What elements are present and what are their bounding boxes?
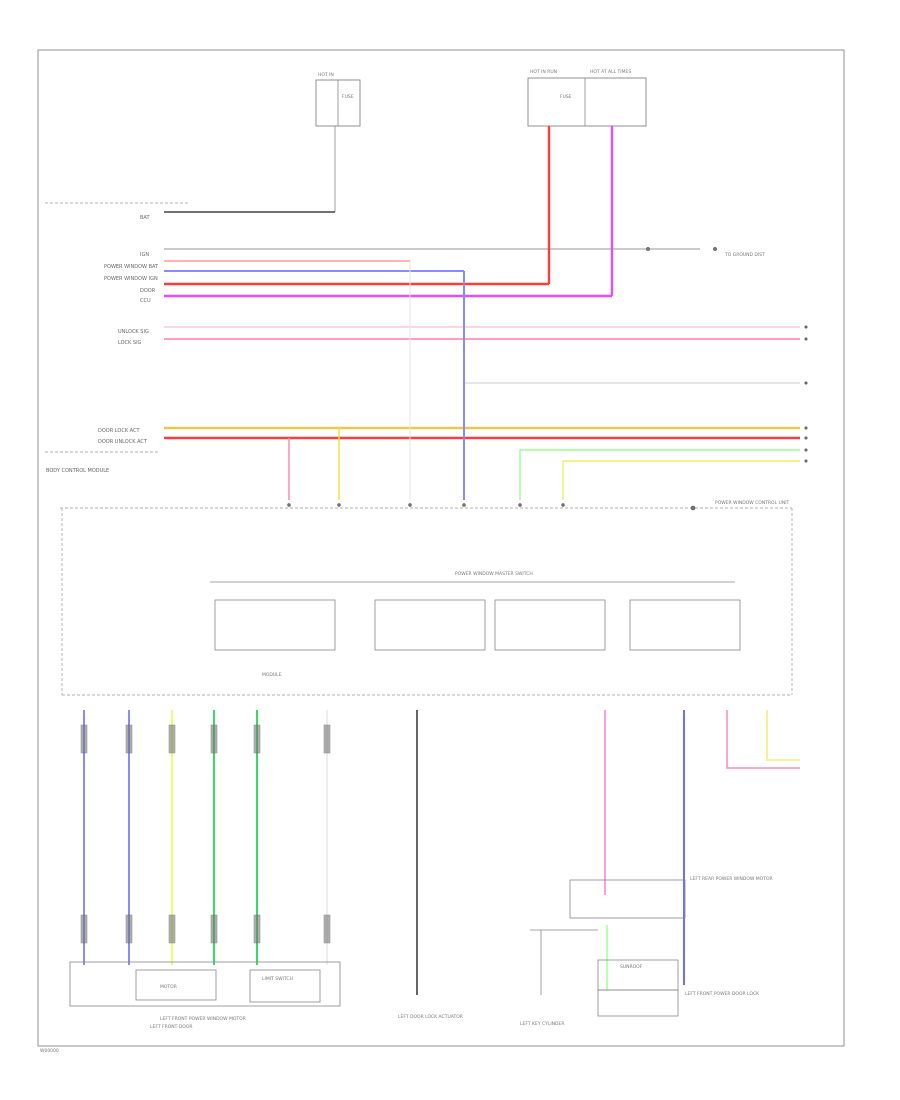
drop-yellow-right bbox=[766, 710, 800, 761]
module-label: MODULE bbox=[262, 672, 282, 678]
label-lock: LOCK SIG bbox=[118, 340, 142, 346]
label-bat: BAT bbox=[140, 215, 150, 221]
label-right-ground: TO GROUND DIST bbox=[724, 252, 765, 258]
label-pwr-bat: POWER WINDOW BAT bbox=[104, 264, 159, 270]
left-motor-label: LEFT FRONT POWER WINDOW MOTOR bbox=[160, 1016, 246, 1022]
module-header: POWER WINDOW MASTER SWITCH bbox=[455, 571, 533, 577]
top-fuse-right-title-b: HOT AT ALL TIMES bbox=[590, 69, 631, 75]
limit-switch-label: LIMIT SWITCH bbox=[262, 976, 293, 982]
right-side-motor-label: LEFT REAR POWER WINDOW MOTOR bbox=[690, 876, 773, 882]
label-pwr-ign: POWER WINDOW IGN bbox=[104, 276, 158, 282]
bottom-right-label: LEFT FRONT POWER DOOR LOCK bbox=[685, 991, 760, 997]
left-side-labels: BAT IGN POWER WINDOW BAT POWER WINDOW IG… bbox=[46, 215, 159, 474]
ign-bus-end: TO GROUND DIST bbox=[646, 247, 765, 258]
module-box: POWER WINDOW MASTER SWITCH MODULE bbox=[61, 508, 793, 696]
switch-right-group bbox=[629, 599, 741, 651]
top-connector-row: POWER WINDOW CONTROL UNIT bbox=[60, 500, 792, 511]
bus-wires bbox=[164, 211, 800, 462]
diagram-border bbox=[37, 49, 845, 1047]
switch-left-group bbox=[214, 599, 336, 651]
top-fuse-right: HOT IN RUN HOT AT ALL TIMES FUSE bbox=[527, 69, 647, 127]
label-ign: IGN bbox=[140, 252, 149, 258]
bottom-mid-label: LEFT DOOR LOCK ACTUATOR bbox=[398, 1014, 463, 1020]
left-motor-sub: LEFT FRONT DOOR bbox=[150, 1024, 193, 1030]
left-motor-assembly: MOTOR LIMIT SWITCH LEFT FRONT POWER WIND… bbox=[69, 961, 341, 1030]
right-motor-assembly: LEFT REAR POWER WINDOW MOTOR SUNROOF LEF… bbox=[530, 876, 773, 1017]
right-edge-markers bbox=[804, 325, 808, 463]
top-fuse-right-title-a: HOT IN RUN bbox=[530, 69, 557, 75]
label-dlock2: DOOR UNLOCK ACT bbox=[98, 439, 148, 445]
switch-mid-group bbox=[374, 599, 486, 651]
bottom-drops bbox=[83, 710, 800, 995]
fuse-b-label: FUSE bbox=[560, 94, 572, 100]
bottom-center-label: LEFT KEY CYLINDER bbox=[520, 1021, 564, 1027]
bottom-right-box-label: SUNROOF bbox=[620, 964, 643, 970]
footer-code: W00000 bbox=[40, 1048, 59, 1054]
drop-pink-right bbox=[726, 710, 800, 769]
motor-box-label: MOTOR bbox=[160, 984, 177, 990]
switch-mid2-group bbox=[494, 599, 606, 651]
top-fuse-left: HOT IN FUSE bbox=[315, 72, 361, 212]
label-module: BODY CONTROL MODULE bbox=[46, 468, 109, 474]
bottom-connectors bbox=[80, 724, 331, 944]
label-dlock1: DOOR LOCK ACT bbox=[98, 428, 141, 434]
fuse-a-label: FUSE bbox=[342, 94, 354, 100]
label-ccu: CCU bbox=[140, 298, 151, 304]
label-door: DOOR bbox=[140, 288, 156, 294]
label-unlock: UNLOCK SIG bbox=[118, 329, 149, 335]
vertical-feeds bbox=[288, 126, 614, 500]
label-right-ctrl: POWER WINDOW CONTROL UNIT bbox=[715, 500, 790, 506]
top-fuse-left-title: HOT IN bbox=[318, 72, 334, 78]
